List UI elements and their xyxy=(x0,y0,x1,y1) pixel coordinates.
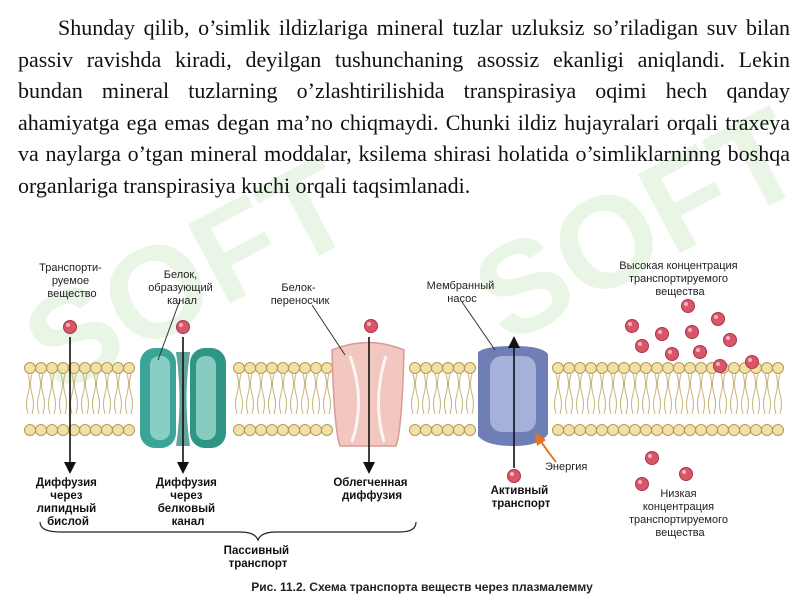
label-low-concentration: Низкая концентрация транспортируемого ве… xyxy=(629,488,731,539)
passive-transport-bracket xyxy=(39,521,417,542)
label-transported-substance: Транспорти- руемое вещество xyxy=(39,262,105,300)
transport-arrows xyxy=(64,336,520,474)
figure-caption: Рис. 11.2. Схема транспорта веществ чере… xyxy=(251,580,593,594)
carrier-protein xyxy=(331,341,405,447)
label-active-transport: Активный транспорт xyxy=(491,485,552,510)
label-high-concentration: Высокая концентрация транспортируемого в… xyxy=(619,260,740,298)
transported-molecules xyxy=(63,299,759,491)
energy-arrow-icon xyxy=(535,432,557,463)
lipid-bilayer xyxy=(24,362,784,436)
label-energy: Энергия xyxy=(545,461,587,473)
label-pointers xyxy=(157,299,496,361)
label-carrier-protein: Белок- переносчик xyxy=(271,282,330,307)
label-passive-transport: Пассивный транспорт xyxy=(224,545,293,570)
label-channel-protein: Белок, образующий канал xyxy=(148,269,216,307)
body-paragraph: Shunday qilib, o’simlik ildizlariga mine… xyxy=(18,15,790,198)
label-membrane-pump: Мембранный насос xyxy=(427,280,498,305)
membrane-pump xyxy=(478,346,548,446)
label-lipid-diffusion: Диффузия через липидный бислой xyxy=(36,477,100,528)
label-facilitated-diffusion: Облегченная диффузия xyxy=(333,477,410,502)
label-channel-diffusion: Диффузия через белковый канал xyxy=(156,477,220,528)
